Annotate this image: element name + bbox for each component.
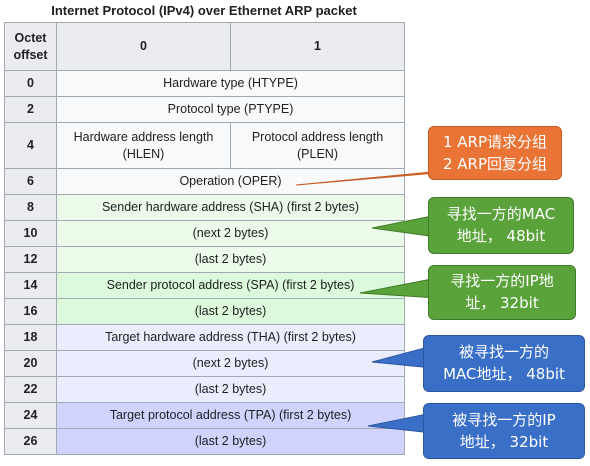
tha-callout: 被寻找一方的 MAC地址， 48bit — [423, 335, 585, 392]
field-oper: Operation (OPER) — [56, 168, 405, 195]
octet-offset-header-line2: offset — [13, 47, 48, 62]
sha-callout: 寻找一方的MAC 地址， 48bit — [428, 197, 574, 254]
sha-callout-line2: 地址， 48bit — [456, 227, 546, 245]
spa-callout: 寻找一方的IP地 址， 32bit — [428, 265, 576, 320]
table-row: 20 (next 2 bytes) — [4, 350, 405, 377]
tpa-callout-line2: 地址， 32bit — [459, 433, 549, 451]
field-sha-last: (last 2 bytes) — [56, 246, 405, 273]
field-plen-line1: Protocol address length — [251, 129, 384, 144]
oper-callout: 1 ARP请求分组 2 ARP回复分组 — [428, 126, 562, 180]
field-tpa-last: (last 2 bytes) — [56, 428, 405, 455]
row-offset: 0 — [4, 70, 57, 97]
field-plen-line2: (PLEN) — [297, 146, 338, 161]
field-tha-next: (next 2 bytes) — [56, 350, 405, 377]
oper-callout-line1: 1 ARP请求分组 — [442, 133, 548, 151]
table-row: 0 Hardware type (HTYPE) — [4, 70, 405, 97]
sha-callout-line1: 寻找一方的MAC — [446, 205, 556, 223]
table-row: 16 (last 2 bytes) — [4, 298, 405, 325]
table-row: 2 Protocol type (PTYPE) — [4, 96, 405, 123]
row-offset: 10 — [4, 220, 57, 247]
field-sha-first: Sender hardware address (SHA) (first 2 b… — [56, 194, 405, 221]
field-htype: Hardware type (HTYPE) — [56, 70, 405, 97]
field-hlen: Hardware address length (HLEN) — [56, 122, 231, 169]
field-tha-first: Target hardware address (THA) (first 2 b… — [56, 324, 405, 351]
row-offset: 26 — [4, 428, 57, 455]
arp-packet-table: Octet offset 0 1 0 Hardware type (HTYPE)… — [4, 22, 405, 455]
field-tpa-first: Target protocol address (TPA) (first 2 b… — [56, 402, 405, 429]
table-header-row: Octet offset 0 1 — [4, 22, 405, 71]
row-offset: 8 — [4, 194, 57, 221]
tha-callout-line2: MAC地址， 48bit — [443, 365, 565, 383]
row-offset: 12 — [4, 246, 57, 273]
table-caption: Internet Protocol (IPv4) over Ethernet A… — [51, 3, 357, 18]
tha-callout-line1: 被寻找一方的 — [458, 343, 549, 361]
spa-callout-pointer — [359, 277, 438, 299]
table-row: 18 Target hardware address (THA) (first … — [4, 324, 405, 351]
table-row: 4 Hardware address length (HLEN) Protoco… — [4, 122, 405, 169]
field-tha-last: (last 2 bytes) — [56, 376, 405, 403]
tpa-callout: 被寻找一方的IP 地址， 32bit — [423, 403, 585, 459]
octet-offset-header-line1: Octet — [14, 30, 47, 45]
table-row: 8 Sender hardware address (SHA) (first 2… — [4, 194, 405, 221]
row-offset: 4 — [4, 122, 57, 169]
column-1-header: 1 — [230, 22, 405, 71]
row-offset: 18 — [4, 324, 57, 351]
oper-callout-line2: 2 ARP回复分组 — [442, 155, 548, 173]
spa-callout-line2: 址， 32bit — [465, 294, 539, 312]
field-plen: Protocol address length (PLEN) — [230, 122, 405, 169]
field-sha-next: (next 2 bytes) — [56, 220, 405, 247]
row-offset: 16 — [4, 298, 57, 325]
table-row: 22 (last 2 bytes) — [4, 376, 405, 403]
field-spa-first: Sender protocol address (SPA) (first 2 b… — [56, 272, 405, 299]
table-row: 6 Operation (OPER) — [4, 168, 405, 195]
field-hlen-line1: Hardware address length — [73, 129, 214, 144]
row-offset: 22 — [4, 376, 57, 403]
table-row: 12 (last 2 bytes) — [4, 246, 405, 273]
field-hlen-line2: (HLEN) — [122, 146, 165, 161]
row-offset: 6 — [4, 168, 57, 195]
tpa-callout-line1: 被寻找一方的IP — [452, 411, 556, 429]
spa-callout-line1: 寻找一方的IP地 — [450, 272, 554, 290]
row-offset: 2 — [4, 96, 57, 123]
table-row: 26 (last 2 bytes) — [4, 428, 405, 455]
column-0-header: 0 — [56, 22, 231, 71]
table-row: 14 Sender protocol address (SPA) (first … — [4, 272, 405, 299]
table-row: 10 (next 2 bytes) — [4, 220, 405, 247]
field-ptype: Protocol type (PTYPE) — [56, 96, 405, 123]
